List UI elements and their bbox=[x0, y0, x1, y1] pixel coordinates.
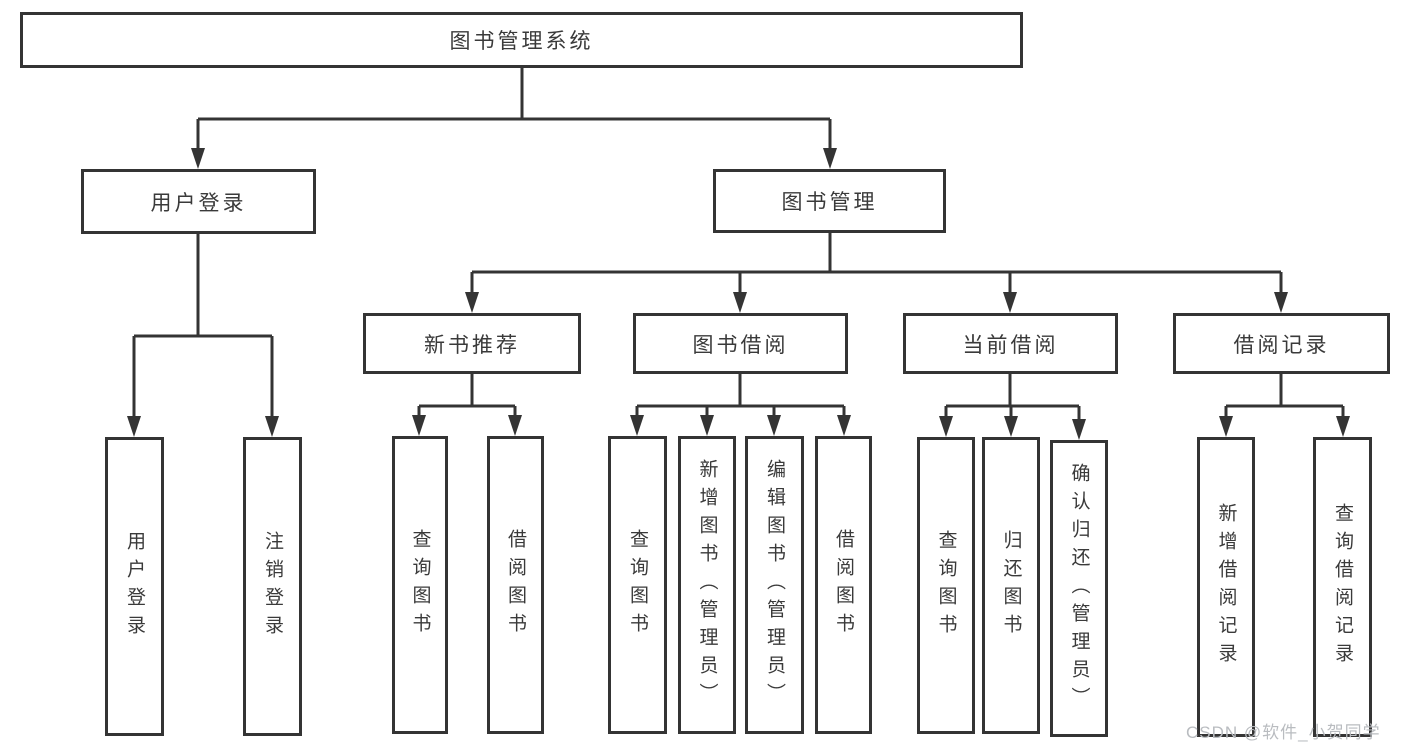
node-user-login: 用户登录 bbox=[81, 169, 316, 234]
node-user-login-label: 用户登录 bbox=[150, 191, 247, 215]
node-book-borrow-label: 图书借阅 bbox=[692, 333, 789, 357]
node-leaf-add-books-admin-label: 新增图书（管理员） bbox=[696, 459, 718, 711]
node-leaf-borrow-books-1: 借阅图书 bbox=[487, 436, 544, 734]
node-leaf-confirm-return-admin-label: 确认归还（管理员） bbox=[1068, 462, 1090, 715]
arrow-down-icons bbox=[127, 148, 1350, 440]
arrow-down-icon bbox=[1072, 419, 1086, 440]
node-leaf-add-borrow-record-label: 新增借阅记录 bbox=[1215, 503, 1237, 671]
node-leaf-borrow-books-2: 借阅图书 bbox=[815, 436, 872, 734]
node-leaf-query-borrow-record: 查询借阅记录 bbox=[1313, 437, 1372, 737]
arrow-down-icon bbox=[1003, 292, 1017, 313]
node-leaf-query-books-3-label: 查询图书 bbox=[935, 529, 957, 642]
arrow-down-icon bbox=[939, 416, 953, 437]
node-leaf-user-login-label: 用户登录 bbox=[124, 530, 145, 643]
node-current-borrow-label: 当前借阅 bbox=[962, 333, 1059, 357]
node-new-book-recommend-label: 新书推荐 bbox=[424, 333, 520, 357]
arrow-down-icon bbox=[1219, 416, 1233, 437]
node-leaf-user-login: 用户登录 bbox=[105, 437, 164, 736]
node-leaf-edit-books-admin: 编辑图书（管理员） bbox=[745, 436, 804, 734]
arrow-down-icon bbox=[1004, 416, 1018, 437]
node-leaf-query-books-1: 查询图书 bbox=[392, 436, 448, 734]
arrow-down-icon bbox=[630, 415, 644, 436]
watermark-text: CSDN @软件_小贺同学 bbox=[1186, 723, 1381, 742]
connector-root bbox=[196, 68, 832, 152]
node-leaf-query-books-2: 查询图书 bbox=[608, 436, 667, 734]
node-leaf-add-books-admin: 新增图书（管理员） bbox=[678, 436, 736, 734]
node-leaf-return-books: 归还图书 bbox=[982, 437, 1040, 734]
connector-book-management bbox=[470, 233, 1283, 297]
node-book-management: 图书管理 bbox=[713, 169, 946, 233]
arrow-down-icon bbox=[265, 416, 279, 437]
node-leaf-query-borrow-record-label: 查询借阅记录 bbox=[1332, 503, 1353, 671]
arrow-down-icon bbox=[733, 292, 747, 313]
node-leaf-borrow-books-1-label: 借阅图书 bbox=[505, 529, 526, 641]
node-leaf-borrow-books-2-label: 借阅图书 bbox=[833, 529, 854, 641]
arrow-down-icon bbox=[191, 148, 205, 169]
arrow-down-icon bbox=[1274, 292, 1288, 313]
node-root-label: 图书管理系统 bbox=[449, 30, 594, 53]
node-leaf-return-books-label: 归还图书 bbox=[1000, 529, 1022, 642]
arrow-down-icon bbox=[767, 415, 781, 436]
arrow-down-icon bbox=[412, 415, 426, 436]
node-new-book-recommend: 新书推荐 bbox=[363, 313, 581, 374]
arrow-down-icon bbox=[127, 416, 141, 437]
connector-user-login bbox=[132, 234, 274, 421]
node-book-management-label: 图书管理 bbox=[781, 191, 878, 214]
node-leaf-query-books-1-label: 查询图书 bbox=[409, 529, 431, 641]
arrow-down-icon bbox=[837, 415, 851, 436]
node-leaf-query-books-2-label: 查询图书 bbox=[627, 529, 648, 641]
node-leaf-add-borrow-record: 新增借阅记录 bbox=[1197, 437, 1255, 737]
arrow-down-icon bbox=[700, 415, 714, 436]
node-leaf-edit-books-admin-label: 编辑图书（管理员） bbox=[764, 459, 785, 711]
node-leaf-confirm-return-admin: 确认归还（管理员） bbox=[1050, 440, 1108, 737]
connector-book-borrow bbox=[635, 374, 846, 420]
arrow-down-icon bbox=[1336, 416, 1350, 437]
arrow-down-icon bbox=[508, 415, 522, 436]
arrow-down-icon bbox=[823, 148, 837, 169]
connector-current-borrow bbox=[944, 374, 1081, 424]
node-book-borrow: 图书借阅 bbox=[633, 313, 848, 374]
node-borrow-records: 借阅记录 bbox=[1173, 313, 1390, 374]
connector-new-book-recommend bbox=[417, 374, 517, 420]
arrow-down-icon bbox=[465, 292, 479, 313]
node-leaf-logout-label: 注销登录 bbox=[262, 530, 283, 643]
node-leaf-query-books-3: 查询图书 bbox=[917, 437, 975, 734]
node-root: 图书管理系统 bbox=[20, 12, 1023, 68]
node-borrow-records-label: 借阅记录 bbox=[1233, 333, 1330, 357]
connector-borrow-records bbox=[1224, 374, 1345, 421]
node-leaf-logout: 注销登录 bbox=[243, 437, 302, 736]
node-current-borrow: 当前借阅 bbox=[903, 313, 1118, 374]
